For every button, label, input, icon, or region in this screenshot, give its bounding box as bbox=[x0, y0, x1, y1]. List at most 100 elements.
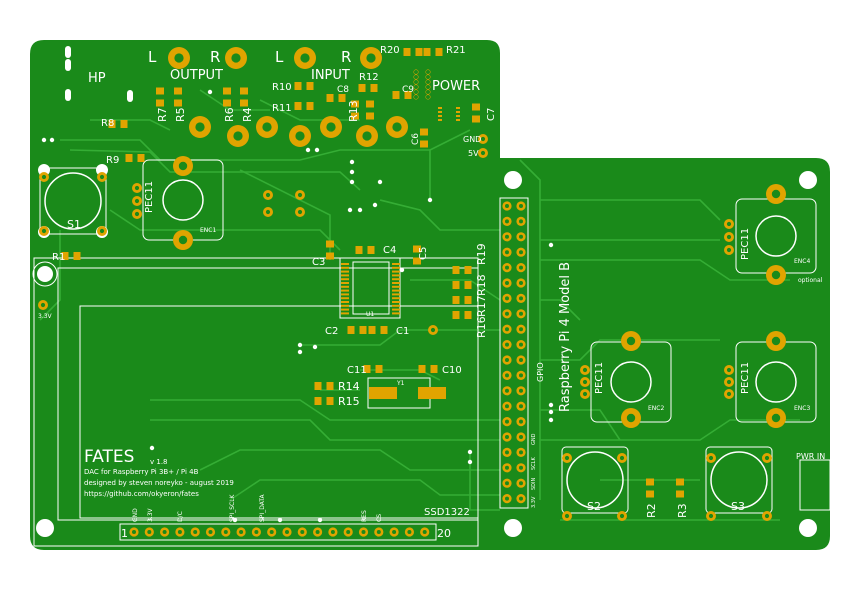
label-enc2: ENC2 bbox=[648, 405, 664, 412]
copper-traces bbox=[39, 89, 800, 521]
drill-hole bbox=[764, 513, 770, 519]
drill-hole bbox=[297, 192, 303, 198]
ic-pin-pad bbox=[392, 285, 400, 288]
ic-pin-pad bbox=[341, 301, 349, 303]
label-c11: C11 bbox=[347, 365, 367, 376]
ic-pin-pad bbox=[341, 263, 349, 265]
via bbox=[427, 197, 433, 203]
label-c3: C3 bbox=[312, 257, 325, 268]
ic-pin-pad bbox=[341, 274, 349, 277]
label-power: POWER bbox=[432, 79, 480, 94]
label-oled-sdata: SPI_DATA bbox=[259, 493, 266, 522]
s2-cap bbox=[566, 451, 624, 509]
passive-pad bbox=[403, 48, 411, 56]
ic-pin-pad bbox=[392, 293, 400, 296]
drill-hole bbox=[414, 75, 418, 79]
s2-outline bbox=[561, 446, 629, 514]
drill-hole bbox=[414, 85, 418, 89]
passive-pad bbox=[472, 115, 480, 123]
label-input: INPUT bbox=[311, 68, 350, 83]
passive-pad bbox=[464, 266, 472, 274]
passive-pad bbox=[646, 478, 654, 486]
label-optional: optional bbox=[798, 277, 823, 284]
label-gpio: GPIO bbox=[536, 362, 545, 382]
drill-hole bbox=[771, 336, 781, 346]
label-desc3: https://github.com/okyeron/fates bbox=[84, 490, 199, 498]
passive-pad bbox=[174, 99, 182, 107]
passive-pad bbox=[464, 311, 472, 319]
drill-hole bbox=[771, 189, 781, 199]
via bbox=[297, 342, 303, 348]
ic-pin-pad bbox=[392, 274, 400, 277]
ic-pin-pad bbox=[392, 263, 400, 265]
drill-hole bbox=[208, 530, 213, 534]
label-r3: R3 bbox=[676, 503, 689, 518]
drill-hole bbox=[239, 530, 244, 534]
via bbox=[149, 445, 155, 451]
s3-outline bbox=[705, 446, 773, 514]
drill-hole bbox=[41, 228, 47, 234]
drill-hole bbox=[505, 435, 509, 439]
via bbox=[297, 349, 303, 355]
label-pec4: PEC11 bbox=[740, 228, 751, 260]
label-hp: HP bbox=[88, 71, 106, 86]
drill-hole bbox=[519, 311, 523, 316]
label-r6: R6 bbox=[223, 107, 236, 122]
drill-hole bbox=[426, 80, 430, 84]
via bbox=[349, 159, 355, 165]
label-pin20: 20 bbox=[437, 527, 451, 540]
drill-hole bbox=[505, 219, 509, 224]
drill-hole bbox=[315, 530, 320, 534]
passive-pad bbox=[452, 311, 460, 319]
label-c2: C2 bbox=[325, 326, 338, 337]
passive-pad bbox=[676, 478, 684, 486]
passive-pad bbox=[326, 382, 334, 390]
label-c7: C7 bbox=[486, 108, 497, 121]
label-v33: 3.3V bbox=[38, 313, 53, 320]
drill-hole bbox=[177, 530, 182, 534]
passive-pad bbox=[137, 154, 145, 162]
regulator-pin-pad bbox=[456, 107, 460, 109]
label-oled-sclk: SPI_SCLK bbox=[229, 493, 236, 522]
regulator-pin-pad bbox=[456, 115, 460, 117]
ic-pin-pad bbox=[341, 297, 349, 300]
drill-hole bbox=[178, 235, 188, 245]
drill-hole bbox=[519, 250, 523, 255]
drill-hole bbox=[362, 131, 372, 141]
ic-pin-pad bbox=[341, 270, 349, 273]
passive-pad bbox=[326, 94, 334, 102]
passive-pad bbox=[314, 382, 322, 390]
passive-pad bbox=[646, 490, 654, 498]
drill-hole bbox=[392, 530, 397, 534]
drill-hole bbox=[771, 270, 781, 280]
drill-hole bbox=[582, 367, 588, 373]
label-fates: FATES bbox=[84, 447, 134, 467]
passive-pad bbox=[415, 48, 423, 56]
passive-pad bbox=[420, 128, 428, 136]
drill-hole bbox=[564, 513, 570, 519]
drill-hole bbox=[519, 219, 523, 224]
drill-hole bbox=[346, 530, 351, 534]
regulator-pin-pad bbox=[456, 119, 460, 121]
via bbox=[41, 137, 47, 143]
label-hdr-sclk: SCLK bbox=[531, 457, 537, 470]
passive-pad bbox=[413, 257, 421, 265]
ic-pin-pad bbox=[341, 282, 349, 284]
passive-pad bbox=[464, 296, 472, 304]
via bbox=[548, 402, 554, 408]
passive-pad bbox=[380, 326, 388, 334]
label-r13: R13 bbox=[347, 100, 360, 122]
ic-pin-pad bbox=[341, 289, 349, 292]
drill-hole bbox=[519, 388, 523, 393]
passive-pad bbox=[294, 82, 302, 90]
passive-pad bbox=[326, 252, 334, 260]
drill-hole bbox=[376, 530, 381, 534]
drill-hole bbox=[426, 75, 430, 79]
drill-hole bbox=[505, 358, 509, 362]
passive-pad bbox=[326, 397, 334, 405]
label-r2: R2 bbox=[645, 503, 658, 518]
label-r19: R19 bbox=[475, 243, 488, 265]
label-r4: R4 bbox=[241, 107, 254, 122]
label-r5: R5 bbox=[174, 107, 187, 122]
